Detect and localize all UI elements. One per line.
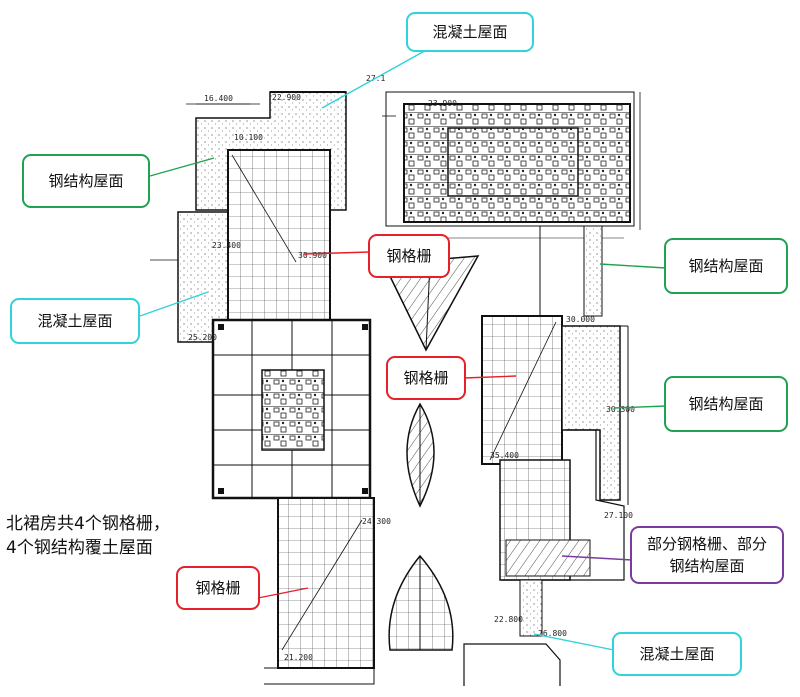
callout-steel-roof-right-mid: 钢结构屋面 (664, 376, 788, 432)
callout-steel-roof-right-mid-text: 钢结构屋面 (688, 395, 764, 413)
callout-steel-grid-bottom-text: 钢格栅 (195, 579, 241, 597)
elevation-e5: 23.900 (428, 99, 457, 108)
leader-concrete-top (321, 47, 431, 109)
steel-grid-bottom-left (264, 497, 375, 685)
partial-grid-area (499, 429, 625, 581)
callout-concrete-bottom: 混凝土屋面 (612, 632, 742, 676)
callout-steel-grid-top-text: 钢格栅 (386, 247, 432, 265)
elevation-e11: 35.400 (490, 451, 519, 460)
summary-note-line2: 4个钢结构覆土屋面 (6, 538, 153, 558)
triangular-skylight (382, 255, 480, 352)
elevation-e9: 30.000 (566, 315, 595, 324)
callout-steel-grid-mid: 钢格栅 (386, 356, 466, 400)
callout-steel-roof-left: 钢结构屋面 (22, 154, 150, 208)
leader-steel-roof-right-mid (613, 405, 667, 409)
callout-steel-grid-mid-text: 钢格栅 (403, 369, 449, 387)
elevation-e16: 21.200 (284, 653, 313, 662)
elevation-e12: 27.100 (604, 511, 633, 520)
callout-steel-grid-top: 钢格栅 (368, 234, 450, 278)
elevation-e6: 23.400 (212, 241, 241, 250)
leader-steel-roof-right-top (599, 263, 667, 269)
corridor-right (539, 225, 603, 317)
elevation-e10: 30.300 (606, 405, 635, 414)
dimension-lines (150, 92, 641, 261)
elevation-e7: 25.200 (188, 333, 217, 342)
callout-concrete-top-text: 混凝土屋面 (432, 23, 508, 41)
steel-roof-right (561, 325, 629, 505)
steel-grid-right-middle (481, 315, 563, 465)
elevation-e1: 16.400 (204, 94, 233, 103)
leader-steel-grid-top (303, 251, 371, 255)
tower-plan-top-right (385, 91, 635, 239)
elevation-labels: 16.400 22.900 27.1 10.100 23.900 23.400 … (188, 74, 635, 662)
callout-concrete-bottom-text: 混凝土屋面 (639, 645, 715, 663)
callout-steel-grid-bottom: 钢格栅 (176, 566, 260, 610)
leader-partial-right (561, 555, 633, 561)
callout-concrete-left: 混凝土屋面 (10, 298, 140, 344)
elevation-e2: 22.900 (272, 93, 301, 102)
steel-grid-upper-left (227, 149, 331, 323)
elevation-e15: 26.800 (538, 629, 567, 638)
leader-steel-grid-mid (463, 375, 517, 379)
callout-steel-roof-right-top-text: 钢结构屋面 (688, 257, 764, 275)
callout-concrete-left-text: 混凝土屋面 (37, 312, 113, 330)
tower-plan-left (211, 318, 372, 500)
leader-steel-roof-left (149, 157, 215, 177)
callout-partial-right-text: 部分钢格栅、部分钢结构屋面 (646, 535, 767, 575)
elevation-e13: 24.300 (362, 517, 391, 526)
elevation-e14: 22.800 (494, 615, 523, 624)
leader-steel-grid-bottom (257, 587, 309, 599)
callout-steel-roof-left-text: 钢结构屋面 (48, 172, 124, 190)
leader-concrete-left (139, 291, 209, 317)
summary-note-line1: 北裙房共4个钢格栅， (6, 514, 170, 534)
concrete-roof-bottom (463, 579, 561, 686)
leader-concrete-bottom (533, 633, 615, 651)
callout-partial-right: 部分钢格栅、部分钢结构屋面 (630, 526, 784, 584)
leaf-skylight-middle (406, 402, 435, 508)
callout-concrete-top: 混凝土屋面 (406, 12, 534, 52)
elevation-e4: 10.100 (234, 133, 263, 142)
elevation-e8: 30.900 (298, 251, 327, 260)
leader-lines (139, 47, 667, 651)
callout-steel-roof-right-top: 钢结构屋面 (664, 238, 788, 294)
boat-skylight-bottom (388, 554, 454, 651)
